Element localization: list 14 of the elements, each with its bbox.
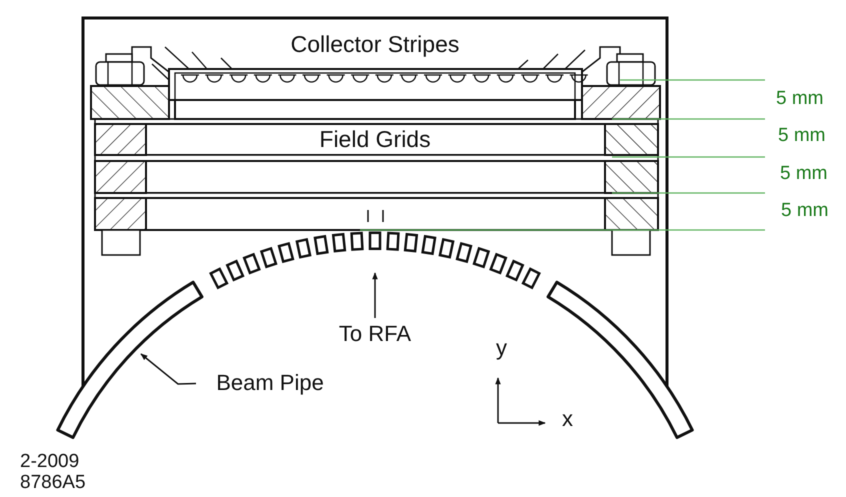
part-label: Collector Stripes <box>290 32 460 58</box>
arrow <box>372 272 378 318</box>
part-label: 2-2009 <box>20 452 80 473</box>
beam-pipe-label: Beam Pipe <box>200 371 340 396</box>
part-label: y <box>496 336 507 360</box>
dimension-label: 5 mm <box>781 201 828 222</box>
dimension-label: 5 mm <box>780 164 828 185</box>
dimension-label: 5 mm <box>776 89 824 110</box>
leader-line <box>140 353 196 385</box>
dimension-label: 5 mm <box>778 126 826 147</box>
part-label: x <box>562 407 573 432</box>
part-label: 8786A5 <box>20 473 86 494</box>
to-rfa-label: To RFA <box>330 322 420 346</box>
part-label: Field Grids <box>319 127 431 152</box>
